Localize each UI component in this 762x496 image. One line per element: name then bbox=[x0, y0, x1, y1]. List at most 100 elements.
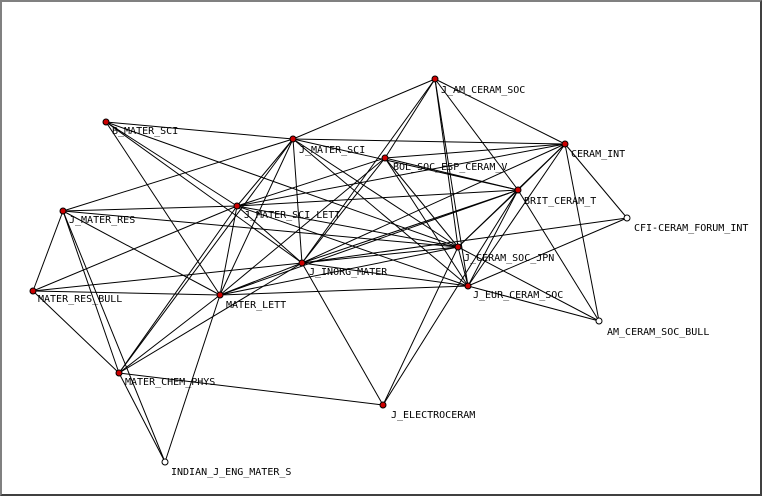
node-mater-lett[interactable] bbox=[216, 291, 224, 299]
edge-bol_soc_esp_ceram_v-j_mater_sci_lett bbox=[236, 157, 386, 207]
edge-brit_ceram_t-mater_lett bbox=[219, 189, 519, 296]
node-brit-ceram-t[interactable] bbox=[514, 186, 522, 194]
edge-ceram_int-j_eur_ceram_soc bbox=[467, 143, 566, 287]
node-label-j-electroceram: J_ELECTROCERAM bbox=[391, 410, 475, 421]
node-label-am-ceram-soc-bull: AM_CERAM_SOC_BULL bbox=[607, 327, 709, 338]
edge-j_inorg_mater-mater_lett bbox=[219, 262, 303, 296]
edge-j_mater_res-j_mater_sci_lett bbox=[62, 205, 238, 212]
edge-j_mater_sci-brit_ceram_t bbox=[292, 138, 519, 191]
edge-j_inorg_mater-j_eur_ceram_soc bbox=[301, 262, 469, 287]
edge-j_ceram_soc_jpn-am_ceram_soc_bull bbox=[457, 246, 600, 322]
edge-j_mater_sci-ceram_int bbox=[292, 138, 566, 145]
edge-b_mater_sci-j_inorg_mater bbox=[105, 121, 303, 264]
node-b-mater-sci[interactable] bbox=[102, 118, 110, 126]
node-j-inorg-mater[interactable] bbox=[298, 259, 306, 267]
edge-layer bbox=[32, 78, 628, 463]
edge-mater_lett-j_eur_ceram_soc bbox=[219, 285, 469, 296]
node-label-mater-chem-phys: MATER_CHEM_PHYS bbox=[125, 377, 215, 388]
edge-j_mater_sci-j_eur_ceram_soc bbox=[292, 138, 469, 287]
edge-j_mater_sci_lett-mater_lett bbox=[219, 205, 238, 296]
edge-j_mater_sci_lett-mater_res_bull bbox=[32, 205, 238, 292]
edge-j_ceram_soc_jpn-j_electroceram bbox=[382, 246, 459, 406]
node-label-j-ceram-soc-jpn: J_CERAM_SOC_JPN bbox=[464, 253, 554, 264]
node-cfi-ceram-forum-int[interactable] bbox=[623, 214, 631, 222]
node-j-electroceram[interactable] bbox=[379, 401, 387, 409]
node-ceram-int[interactable] bbox=[561, 140, 569, 148]
edge-bol_soc_esp_ceram_v-ceram_int bbox=[384, 143, 566, 159]
edge-j_mater_sci-mater_lett bbox=[219, 138, 294, 296]
label-layer: J_AM_CERAM_SOCB_MATER_SCIJ_MATER_SCIBOL_… bbox=[38, 85, 748, 478]
node-layer bbox=[29, 75, 631, 466]
edge-j_mater_sci_lett-mater_chem_phys bbox=[118, 205, 238, 374]
node-indian-j-eng-mater-s[interactable] bbox=[161, 458, 169, 466]
edge-j_mater_sci_lett-j_inorg_mater bbox=[236, 205, 303, 264]
node-label-j-eur-ceram-soc: J_EUR_CERAM_SOC bbox=[473, 290, 563, 301]
edge-ceram_int-j_mater_sci_lett bbox=[236, 143, 566, 207]
edge-j_mater_sci_lett-j_ceram_soc_jpn bbox=[236, 205, 459, 248]
edge-j_am_ceram_soc-ceram_int bbox=[434, 78, 566, 145]
node-label-ceram-int: CERAM_INT bbox=[571, 149, 625, 160]
edge-j_ceram_soc_jpn-j_inorg_mater bbox=[301, 246, 459, 264]
node-label-indian-j-eng-mater-s: INDIAN_J_ENG_MATER_S bbox=[171, 467, 291, 478]
node-j-mater-res[interactable] bbox=[59, 207, 67, 215]
edge-j_mater_sci-j_mater_sci_lett bbox=[236, 138, 294, 207]
node-label-brit-ceram-t: BRIT_CERAM_T bbox=[524, 196, 596, 207]
edge-j_ceram_soc_jpn-j_eur_ceram_soc bbox=[457, 246, 469, 287]
edge-bol_soc_esp_ceram_v-j_inorg_mater bbox=[301, 157, 386, 264]
edge-j_inorg_mater-mater_res_bull bbox=[32, 262, 303, 292]
edge-brit_ceram_t-j_electroceram bbox=[382, 189, 519, 406]
edge-brit_ceram_t-am_ceram_soc_bull bbox=[517, 189, 600, 322]
node-label-mater-res-bull: MATER_RES_BULL bbox=[38, 294, 122, 305]
node-label-mater-lett: MATER_LETT bbox=[226, 300, 286, 311]
edge-cfi_ceram_forum_int-j_eur_ceram_soc bbox=[467, 217, 628, 287]
edge-j_am_ceram_soc-j_inorg_mater bbox=[301, 78, 436, 264]
edge-j_mater_res-j_ceram_soc_jpn bbox=[62, 210, 459, 248]
node-label-cfi-ceram-forum-int: CFI-CERAM_FORUM_INT bbox=[634, 223, 748, 234]
edge-brit_ceram_t-j_ceram_soc_jpn bbox=[457, 189, 519, 248]
edge-ceram_int-am_ceram_soc_bull bbox=[564, 143, 600, 322]
edge-j_mater_res-mater_lett bbox=[62, 210, 221, 296]
node-j-mater-sci[interactable] bbox=[289, 135, 297, 143]
node-bol-soc-esp-ceram-v[interactable] bbox=[381, 154, 389, 162]
edge-j_mater_sci-mater_chem_phys bbox=[118, 138, 294, 374]
node-am-ceram-soc-bull[interactable] bbox=[595, 317, 603, 325]
node-j-ceram-soc-jpn[interactable] bbox=[454, 243, 462, 251]
edge-j_am_ceram_soc-bol_soc_esp_ceram_v bbox=[384, 78, 436, 159]
edge-brit_ceram_t-j_mater_sci_lett bbox=[236, 189, 519, 207]
edge-brit_ceram_t-j_eur_ceram_soc bbox=[467, 189, 519, 287]
edge-ceram_int-cfi_ceram_forum_int bbox=[564, 143, 628, 219]
edge-b_mater_sci-j_mater_sci_lett bbox=[105, 121, 238, 207]
node-mater-chem-phys[interactable] bbox=[115, 369, 123, 377]
node-j-mater-sci-lett[interactable] bbox=[233, 202, 241, 210]
edge-mater_lett-mater_chem_phys bbox=[118, 294, 221, 374]
edge-j_am_ceram_soc-j_eur_ceram_soc bbox=[434, 78, 469, 287]
node-label-j-am-ceram-soc: J_AM_CERAM_SOC bbox=[441, 85, 525, 96]
edge-b_mater_sci-j_mater_sci bbox=[105, 121, 294, 140]
node-label-j-inorg-mater: J_INORG_MATER bbox=[309, 267, 388, 278]
edge-j_mater_sci-j_inorg_mater bbox=[292, 138, 303, 264]
edge-bol_soc_esp_ceram_v-j_ceram_soc_jpn bbox=[384, 157, 459, 248]
edge-j_eur_ceram_soc-am_ceram_soc_bull bbox=[467, 285, 600, 322]
edge-cfi_ceram_forum_int-j_inorg_mater bbox=[301, 217, 628, 264]
node-mater-res-bull[interactable] bbox=[29, 287, 37, 295]
node-label-j-mater-res: J_MATER_RES bbox=[69, 215, 135, 226]
edge-j_am_ceram_soc-j_ceram_soc_jpn bbox=[434, 78, 459, 248]
edge-j_ceram_soc_jpn-mater_lett bbox=[219, 246, 459, 296]
edge-j_mater_res-mater_res_bull bbox=[32, 210, 64, 292]
edge-mater_chem_phys-indian_j_eng_mater_s bbox=[118, 372, 166, 463]
edge-j_mater_sci_lett-j_eur_ceram_soc bbox=[236, 205, 469, 287]
edge-j_inorg_mater-mater_chem_phys bbox=[118, 262, 303, 374]
edge-j_am_ceram_soc-j_mater_sci bbox=[292, 78, 436, 140]
edge-mater_chem_phys-j_electroceram bbox=[118, 372, 384, 406]
node-j-am-ceram-soc[interactable] bbox=[431, 75, 439, 83]
edge-b_mater_sci-j_ceram_soc_jpn bbox=[105, 121, 459, 248]
node-label-j-mater-sci-lett: J_MATER_SCI_LETT bbox=[244, 210, 340, 221]
node-j-eur-ceram-soc[interactable] bbox=[464, 282, 472, 290]
edge-bol_soc_esp_ceram_v-mater_lett bbox=[219, 157, 386, 296]
edge-mater_lett-indian_j_eng_mater_s bbox=[164, 294, 221, 463]
edge-mater_res_bull-mater_chem_phys bbox=[32, 290, 120, 374]
edge-mater_res_bull-mater_lett bbox=[32, 290, 221, 296]
edge-bol_soc_esp_ceram_v-brit_ceram_t bbox=[384, 157, 519, 191]
